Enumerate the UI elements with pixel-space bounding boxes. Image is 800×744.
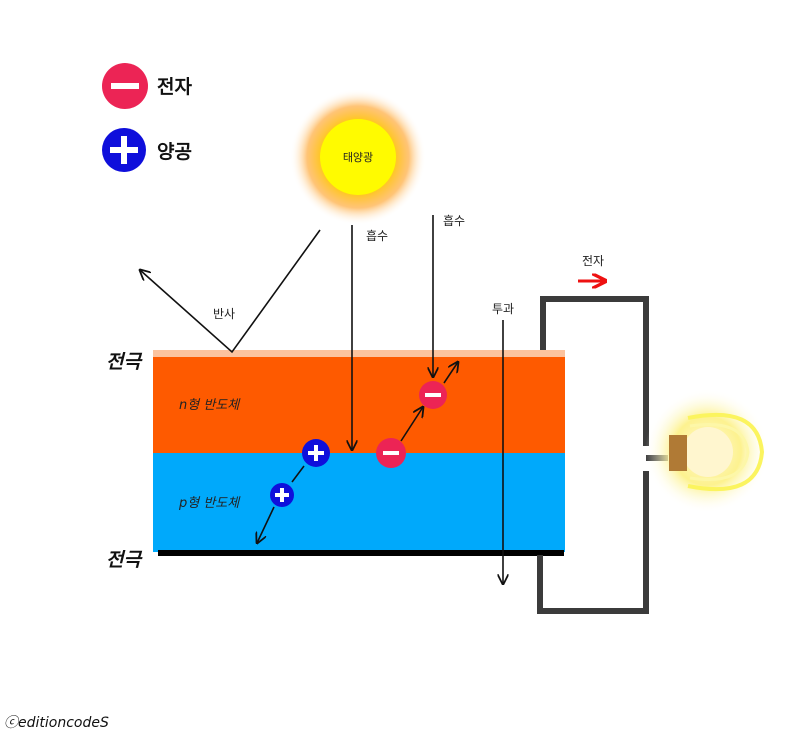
electron-carrier-junction [376, 438, 406, 468]
p-layer-label: p형 반도체 [178, 496, 241, 511]
cell-layers [153, 350, 565, 556]
bottom-wire [537, 471, 649, 614]
legend: 전자 양공 [102, 63, 192, 172]
bulb-glass [683, 427, 733, 477]
n-type-layer [153, 357, 565, 453]
hole-path-arrow [291, 465, 305, 483]
absorb-label-2: 흡수 [443, 214, 465, 228]
electron-path-arrow [400, 407, 423, 442]
top-electrode-label: 전극 [106, 351, 143, 373]
light-bulb [645, 389, 769, 513]
hole-legend-label: 양공 [157, 141, 192, 163]
carriers [270, 381, 447, 507]
top-wire [540, 296, 649, 446]
bulb-ray-inner [689, 423, 750, 481]
sun-label: 태양광 [343, 151, 373, 164]
bottom-electrode [158, 550, 564, 556]
credit-text: ⓒeditioncodeS [4, 715, 109, 731]
reflect-label: 반사 [213, 307, 235, 321]
hole-drift-arrow [257, 506, 275, 543]
electron-flow-label: 전자 [582, 254, 604, 268]
electron-legend-label: 전자 [157, 76, 192, 98]
carrier-motion-arrows [257, 362, 458, 543]
hole-legend-icon [102, 128, 146, 172]
sun: 태양광 [290, 89, 426, 225]
light-rays [140, 215, 503, 584]
bulb-base [669, 435, 687, 471]
electron-legend-icon [102, 63, 148, 109]
absorb-label-1: 흡수 [366, 229, 388, 243]
reflect-ray [140, 229, 321, 354]
bulb-ray-outer [687, 412, 765, 492]
electron-carrier-n [419, 381, 447, 409]
top-electrode [153, 350, 565, 358]
n-layer-label: n형 반도체 [179, 398, 241, 413]
transmit-label: 투과 [492, 302, 514, 316]
bottom-electrode-label: 전극 [106, 549, 143, 571]
p-type-layer [153, 453, 565, 552]
hole-carrier-p [270, 483, 294, 507]
hole-carrier-junction [302, 439, 330, 467]
sun-core [320, 119, 396, 195]
electron-drift-arrow [443, 362, 458, 384]
